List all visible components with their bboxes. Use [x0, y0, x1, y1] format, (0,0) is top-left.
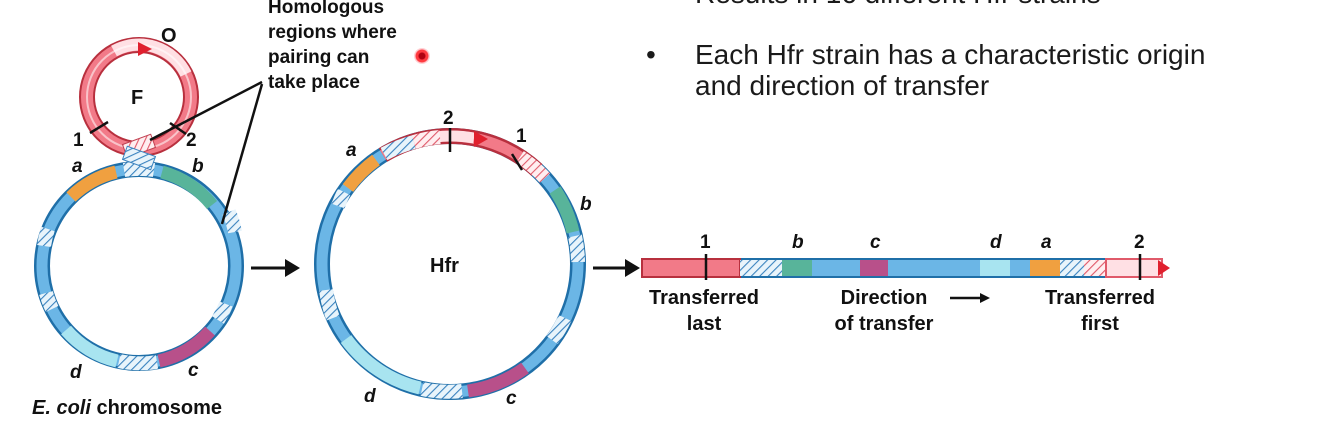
hfr-gene-b-label: b: [580, 194, 592, 215]
chromosome-circle: [34, 161, 244, 371]
chromosome-label: E. coli chromosome: [32, 397, 222, 419]
origin-arrow-icon: [138, 42, 152, 56]
bar-site-1-label: 1: [700, 232, 711, 253]
bar-f-end-first: [1105, 258, 1163, 278]
transferred-first-label: Transferred first: [1045, 287, 1155, 335]
origin-label: O: [161, 25, 177, 47]
bar-gene-b-label: b: [792, 232, 804, 253]
bar-gene-a-label: a: [1041, 232, 1052, 253]
gene-b-segment: [160, 165, 218, 210]
svg-text:take place: take place: [268, 72, 360, 93]
hfr-gene-d: [340, 335, 422, 395]
svg-text:last: last: [687, 313, 722, 335]
hfr-site-1-label: 1: [516, 126, 527, 147]
bullet-text: Results in 16 different Hfr strains: [695, 0, 1101, 9]
bullet-dot-icon: •: [646, 0, 656, 9]
direction-of-transfer-label: Direction of transfer: [835, 287, 934, 335]
f-factor-label: F: [131, 87, 143, 109]
svg-text:pairing can: pairing can: [268, 47, 369, 68]
bullet-dot-icon: •: [646, 39, 656, 70]
site-1-label: 1: [73, 130, 84, 151]
linear-transfer-bar: [641, 254, 1170, 280]
site-2-tick: [169, 121, 187, 136]
hfr-origin-arrow-icon: [474, 131, 488, 147]
bullet-item: • Each Hfr strain has a characteristic o…: [646, 39, 1206, 101]
site-1-tick: [89, 120, 109, 135]
gene-c-label: c: [188, 360, 199, 381]
hfr-site-2-label: 2: [443, 108, 454, 129]
svg-text:Homologous: Homologous: [268, 0, 384, 18]
pairing-crossover: [121, 133, 157, 171]
bullet-list: • Results in 16 different Hfr strains • …: [646, 0, 1206, 131]
svg-text:first: first: [1081, 313, 1119, 335]
site-2-label: 2: [186, 130, 197, 151]
transferred-last-label: Transferred last: [649, 287, 759, 335]
transfer-arrowhead-icon: [1158, 260, 1170, 276]
bullet-text: Each Hfr strain has a characteristic ori…: [695, 39, 1206, 101]
process-arrow-1: [251, 259, 300, 277]
bar-gene-d: [980, 260, 1010, 276]
svg-text:Direction: Direction: [841, 287, 928, 309]
hfr-gene-b: [549, 186, 580, 234]
bar-gene-d-label: d: [990, 232, 1002, 253]
hfr-gene-c-label: c: [506, 388, 517, 409]
bar-gene-c: [860, 260, 888, 276]
hfr-gene-a: [342, 154, 380, 192]
direction-arrow: [950, 293, 990, 303]
hfr-gene-d-label: d: [364, 386, 376, 407]
homologous-pointer-line: [149, 80, 263, 142]
homologous-regions-label: Homologous regions where pairing can tak…: [268, 0, 397, 93]
gene-a-label: a: [72, 156, 83, 177]
bar-gene-a: [1030, 260, 1060, 276]
bar-site-2-label: 2: [1134, 232, 1145, 253]
svg-text:regions where: regions where: [268, 22, 397, 43]
hfr-gene-a-label: a: [346, 140, 357, 161]
laser-pointer-icon: [414, 48, 430, 64]
svg-text:Transferred: Transferred: [649, 287, 759, 309]
gene-a-segment: [66, 165, 118, 202]
hfr-gene-c: [466, 362, 529, 398]
bullet-item: • Results in 16 different Hfr strains: [646, 0, 1206, 9]
gene-c-segment: [157, 326, 215, 368]
homologous-pointer-line-2: [220, 83, 264, 225]
bar-gene-c-label: c: [870, 232, 881, 253]
bar-f-end-last: [641, 258, 741, 278]
gene-d-segment: [61, 325, 119, 368]
gene-b-label: b: [192, 156, 204, 177]
svg-text:Transferred: Transferred: [1045, 287, 1155, 309]
hfr-label: Hfr: [430, 255, 459, 277]
hfr-site-1-tick: [510, 153, 524, 171]
svg-text:of transfer: of transfer: [835, 313, 934, 335]
gene-d-label: d: [70, 362, 82, 383]
bar-gene-b: [782, 260, 812, 276]
process-arrow-2: [593, 259, 640, 277]
